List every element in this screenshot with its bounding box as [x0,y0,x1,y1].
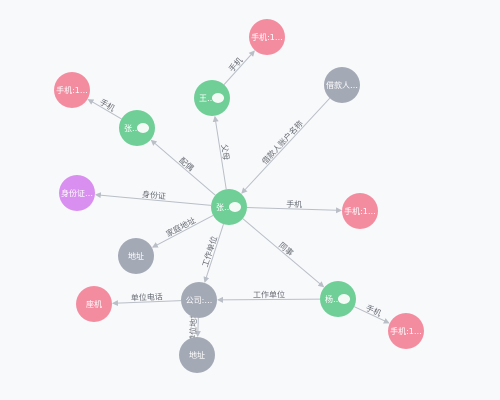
node-label: 地址 [128,251,144,261]
node-circle[interactable] [76,286,112,322]
node-label: 手机:1… [390,326,422,336]
node-wang[interactable]: 王… [194,80,230,116]
redaction-mark [137,123,149,133]
edge-label: 单位电话 [131,291,163,302]
edge-label: 工作单位 [253,289,285,299]
node-label: 张… [124,124,140,133]
redaction-mark [229,202,241,212]
edge-label: 配偶 [177,155,196,173]
node-circle[interactable] [181,282,217,318]
edge-wang-phone_top[interactable] [223,50,255,85]
node-label: 公司:… [186,296,213,305]
node-circle[interactable] [342,193,378,229]
edge-center-company[interactable] [203,223,224,283]
redaction-mark [212,93,224,103]
edge-label: 手机 [226,55,244,74]
node-label: 借款人… [326,80,358,90]
node-addr1[interactable]: 地址 [118,238,154,274]
node-circle[interactable] [388,313,424,349]
node-phone_right[interactable]: 手机:1… [342,193,378,229]
node-center[interactable]: 张… [211,189,247,225]
node-circle[interactable] [324,67,360,103]
node-label: 王… [199,94,215,103]
node-landline[interactable]: 座机 [76,286,112,322]
node-zhang[interactable]: 张… [119,110,155,146]
edge-yang-company[interactable] [216,296,321,303]
node-loan[interactable]: 借款人… [324,67,360,103]
node-yang[interactable]: 杨… [320,281,356,317]
node-label: 身份证… [61,188,93,198]
node-label: 座机 [86,299,102,309]
node-addr2[interactable]: 地址 [179,337,215,373]
node-idcard[interactable]: 身份证… [59,175,95,211]
node-label: 手机:1… [251,32,283,42]
edge-label: 同事 [277,240,296,258]
edge-center-phone_right[interactable] [246,207,343,214]
node-circle[interactable] [118,238,154,274]
edge-center-zhang[interactable] [150,139,216,196]
node-phone_br[interactable]: 手机:1… [388,313,424,349]
node-label: 手机:1… [56,85,88,95]
edge-center-idcard[interactable] [94,192,212,206]
edge-center-yang[interactable] [242,218,325,288]
edges-layer [87,50,390,338]
redaction-mark [338,294,350,304]
edge-company-landline[interactable] [111,300,182,307]
node-circle[interactable] [249,19,285,55]
nodes-layer: 张… 王… 张… 杨… 手机:1… 手机:1… 手机:1… 手机:1… 座机 借款人… 身份证… 地址… [54,19,424,373]
node-phone_top[interactable]: 手机:1… [249,19,285,55]
edge-label: 借款人账户名称 [259,118,304,166]
edge-label: 身份证 [142,189,167,201]
edge-label: 父母 [219,144,230,161]
edge-company-addr2[interactable] [194,317,201,338]
node-label: 手机:1… [344,206,376,216]
edge-zhang-phone_left[interactable] [87,99,122,120]
node-circle[interactable] [59,175,95,211]
node-label: 杨… [325,294,341,304]
edge-label: 工作单位 [200,235,219,269]
edge-label: 手机 [286,199,302,209]
node-phone_left[interactable]: 手机:1… [54,72,90,108]
edge-label: 单位地址 [187,311,198,343]
edge-loan-center[interactable] [241,97,331,194]
node-label: 地址 [189,350,205,360]
edge-center-wang[interactable] [212,115,227,190]
node-circle[interactable] [179,337,215,373]
edge-yang-phone_br[interactable] [354,306,390,324]
node-circle[interactable] [54,72,90,108]
edge-center-addr1[interactable] [151,214,214,248]
node-company[interactable]: 公司:… [181,282,217,318]
node-label: 张… [216,203,232,212]
